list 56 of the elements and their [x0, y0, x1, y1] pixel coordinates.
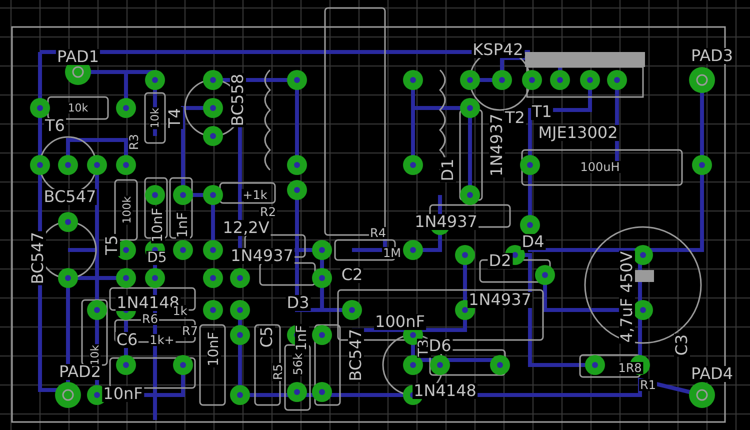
reference-designator: T1 [531, 104, 553, 120]
component-value: 1M [382, 247, 402, 259]
reference-designator: C5 [259, 325, 275, 349]
part-number-label: 1N4937 [230, 248, 294, 264]
component-value: 10nF [207, 330, 221, 368]
component-value: 10nF [151, 206, 165, 244]
reference-designator: C6 [115, 332, 139, 348]
pad-label: PAD2 [58, 364, 102, 380]
component-value: 56k [292, 352, 304, 376]
pad-label: PAD1 [56, 49, 100, 65]
component-value: 10nF [102, 386, 144, 402]
component-value: 1R8 [617, 362, 643, 374]
reference-designator: T4 [167, 107, 183, 129]
reference-designator: R4 [369, 227, 387, 239]
component-value: 4,7uF 450V [619, 250, 635, 344]
component-value: 1nF [176, 211, 190, 239]
reference-designator: C2 [340, 267, 364, 283]
reference-designator: R1 [639, 379, 657, 391]
part-number-label: 1N4937 [468, 292, 532, 308]
reference-designator: R2 [259, 206, 277, 218]
reference-designator: D3 [286, 295, 310, 311]
component-value: 10k [66, 102, 90, 114]
component-value: 10k [90, 344, 100, 366]
reference-designator: D1 [440, 158, 456, 182]
component-value: 10k [150, 106, 160, 130]
reference-designator: D5 [146, 251, 168, 265]
component-value: 1k+ [148, 334, 176, 346]
part-number-label: 1N4937 [489, 112, 505, 178]
reference-designator: D2 [488, 253, 512, 269]
part-number-label: MJE13002 [537, 125, 619, 141]
reference-designator: T6 [44, 118, 66, 134]
voltage-label: 12,2V [222, 220, 270, 236]
component-value: 1k [172, 305, 188, 317]
component-value: 1nF [295, 324, 309, 352]
pad-label: PAD3 [690, 48, 734, 64]
part-number-label: BC547 [42, 189, 98, 205]
part-number-label: BC547 [30, 230, 46, 286]
reference-designator: T2 [504, 110, 526, 126]
reference-designator: R3 [128, 133, 140, 151]
reference-designator: T5 [104, 234, 120, 256]
part-number-label: KSP42 [472, 42, 524, 58]
component-value: 100nF [374, 314, 426, 330]
reference-designator: D4 [520, 234, 546, 250]
reference-designator: R7 [181, 325, 199, 337]
part-number-label: BC558 [230, 72, 246, 128]
pad-label: PAD4 [690, 366, 734, 382]
reference-designator: R5 [272, 363, 284, 381]
part-number-label: 1N4937 [414, 214, 478, 230]
reference-designator: R6 [141, 313, 159, 325]
part-number-label: 1N4148 [412, 383, 478, 399]
component-value: +1k [242, 189, 268, 201]
component-value: 100k [122, 195, 132, 225]
component-value: 100uH [579, 161, 621, 173]
reference-designator: C3 [674, 333, 690, 357]
part-number-label: BC547 [348, 328, 364, 382]
reference-designator: D6 [428, 338, 452, 354]
